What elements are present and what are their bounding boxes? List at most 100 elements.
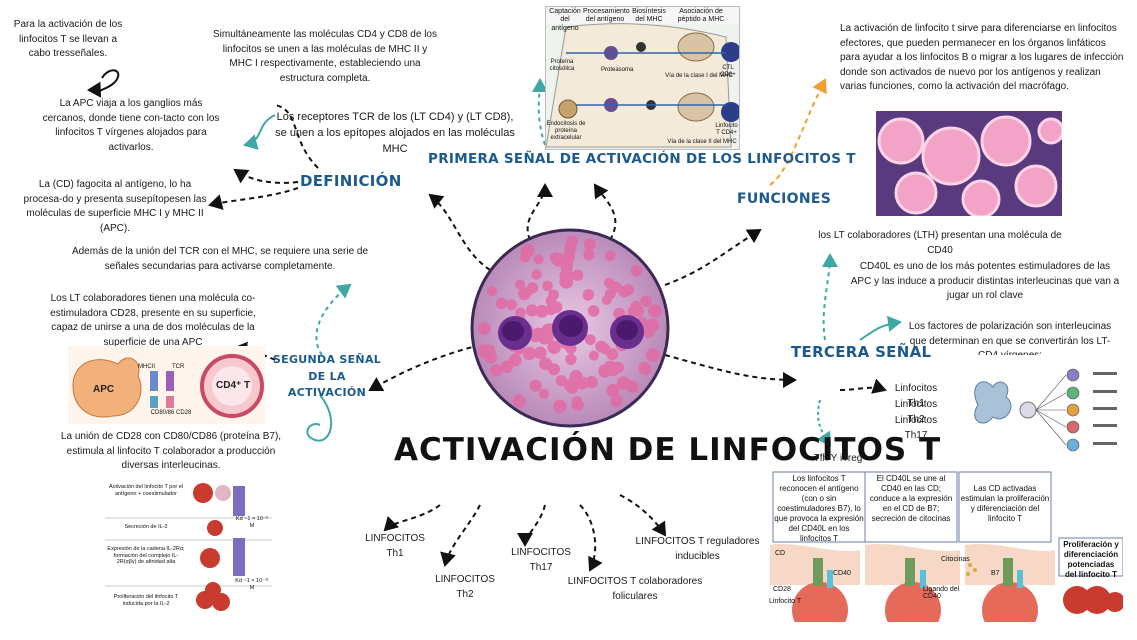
red-blood-cell: [566, 235, 578, 248]
red-blood-cell: [587, 305, 600, 317]
red-blood-cell: [495, 297, 508, 310]
heading-funciones: FUNCIONES: [737, 191, 832, 207]
bottom-th1: LINFOCITOS Th1: [365, 533, 425, 559]
lymphocyte-cell: [980, 115, 1032, 167]
red-blood-cell: [604, 277, 615, 289]
red-blood-cell: [585, 376, 598, 389]
cd40-lbl-cd28: CD28: [773, 586, 791, 593]
apc-cd4-figure: APC CD4⁺ T MHCII TCR CD80/86 CD28: [68, 346, 265, 424]
il2-k2: Kd ~1 × 10⁻¹¹ M: [235, 578, 269, 591]
red-blood-cell: [630, 265, 643, 277]
bottom-th2: LINFOCITOS Th2: [435, 574, 495, 600]
red-blood-cell: [583, 238, 597, 251]
cd40-lbl-linf: Linfocito T: [769, 598, 802, 605]
red-blood-cell: [548, 289, 559, 301]
blood-smear-image: [470, 228, 670, 428]
red-blood-cell: [534, 346, 547, 360]
mhc-pathway-figure: Captación del antígeno Procesamiento del…: [545, 6, 740, 150]
red-blood-cell: [630, 300, 642, 312]
heading-tercera-senal: TERCERA SEÑAL: [791, 343, 932, 361]
mhc-l5: Vía de la clase II del MHC: [667, 139, 737, 145]
red-blood-cell: [512, 394, 526, 408]
red-blood-cell: [542, 280, 553, 292]
red-blood-cell: [548, 363, 560, 376]
red-blood-cell: [490, 364, 503, 377]
red-blood-cell: [640, 364, 652, 376]
mhc-l1: Proteína citosólica: [549, 59, 575, 73]
cd40-lbl-citocinas: Citocinas: [941, 556, 970, 563]
mhc-h4: Asociación de péptido a MHC: [677, 8, 725, 24]
red-blood-cell: [521, 243, 535, 258]
lymphocyte-cell: [894, 171, 938, 215]
il2-illustration: [105, 483, 272, 611]
il2-figure: Activación del linfocito T por el antíge…: [105, 478, 272, 616]
red-blood-cell: [515, 279, 526, 290]
mhc-l4: Endocitosis de proteína extracelular: [546, 121, 586, 142]
red-blood-cell: [553, 399, 567, 413]
red-blood-cell: [604, 250, 616, 262]
lymphocyte-cell: [1014, 164, 1058, 208]
cd4-label: CD4⁺ T: [216, 380, 251, 391]
tercera-th2: Linfocitos Th2: [894, 399, 938, 425]
tcr-label: TCR: [172, 364, 185, 370]
red-blood-cell: [539, 388, 550, 399]
tercera-th17: Linfocitos Th17: [894, 415, 938, 441]
heading-primera-senal: PRIMERA SEÑAL DE ACTIVACIÓN DE LOS LINFO…: [428, 151, 856, 167]
cd40-p3: Las CD activadas estimulan la proliferac…: [960, 484, 1050, 523]
cd40-illustration: [770, 471, 1123, 622]
definicion-text-3: La (CD) fagocita al antígeno, lo ha proc…: [23, 179, 207, 234]
red-blood-cell: [583, 249, 595, 261]
red-blood-cell: [574, 378, 585, 389]
segunda-text-1: Además de la unión del TCR con el MHC, s…: [71, 246, 369, 272]
lymphocyte-cell: [1037, 117, 1062, 145]
cd40-lbl-ligando: Ligando del CD40: [923, 586, 960, 600]
red-blood-cell: [525, 304, 539, 317]
bottom-treg: LINFOCITOS T reguladores inducibles: [635, 536, 760, 562]
bottom-th17: LINFOCITOS Th17: [511, 547, 571, 573]
red-blood-cell: [598, 364, 612, 378]
red-blood-cell: [561, 256, 574, 269]
il2-r2: Secreción de IL-2: [124, 524, 168, 530]
red-blood-cell: [555, 375, 567, 387]
lymphocyte-photo: [876, 111, 1062, 216]
tercera-tfh: Tfh Y iTreg: [813, 453, 863, 464]
red-blood-cell: [506, 299, 517, 311]
red-blood-cell: [529, 379, 542, 392]
main-title: ACTIVACIÓN DE LINFOCITOS T: [394, 432, 942, 468]
apc-cd4-illustration: [72, 354, 264, 418]
red-blood-cell: [648, 304, 662, 318]
red-blood-cell: [487, 286, 498, 297]
mhc-h1: Captación del antígeno: [549, 8, 581, 32]
red-blood-cell: [540, 330, 554, 344]
red-blood-cell: [606, 384, 620, 397]
cd40-p1: Los linfocitos T reconocen el antígeno (…: [774, 474, 864, 543]
il2-r4: Proliferación del linfocito T inducida p…: [113, 594, 179, 607]
cd40-lbl-b7: B7: [991, 570, 1000, 577]
red-blood-cell: [585, 334, 596, 346]
cd40-figure: Los linfocitos T reconocen el antígeno (…: [765, 470, 1123, 622]
red-blood-cell: [622, 284, 635, 296]
apc-label: APC: [93, 384, 115, 395]
bottom-tfh: LINFOCITOS T colaboradores foliculares: [567, 576, 703, 602]
cd40-p2: El CD40L se une al CD40 en las CD; condu…: [869, 474, 953, 523]
red-blood-cell: [527, 282, 539, 294]
red-blood-cell: [484, 350, 497, 364]
red-blood-cell: [572, 399, 584, 411]
mhc-h3: Biosíntesis del MHC: [632, 8, 666, 24]
red-blood-cell: [547, 340, 561, 355]
red-blood-cell: [610, 394, 623, 407]
heading-segunda-senal: SEGUNDA SEÑAL DE LA ACTIVACIÓN: [272, 353, 382, 399]
tercera-text-2: CD40L es uno de los más potentes estimul…: [850, 261, 1120, 301]
definicion-text-1: Para la activación de los linfocitos T s…: [13, 19, 123, 59]
red-blood-cell: [522, 346, 536, 361]
red-blood-cell: [531, 269, 542, 280]
il2-k1: Kd ~1 × 10⁻⁹ M: [235, 516, 269, 529]
red-blood-cell: [535, 304, 549, 318]
tercera-text-1: los LT colaboradores (LTH) presentan una…: [818, 230, 1062, 256]
segunda-text-3: La unión de CD28 con CD80/CD86 (proteína…: [60, 431, 282, 471]
il2-r3: Expresión de la cadena IL-2Rα; formación…: [107, 546, 185, 566]
red-blood-cell: [545, 303, 557, 316]
cd40-lbl-cd: CD: [775, 550, 786, 557]
red-blood-cell: [646, 348, 660, 362]
red-blood-cell: [565, 353, 577, 366]
